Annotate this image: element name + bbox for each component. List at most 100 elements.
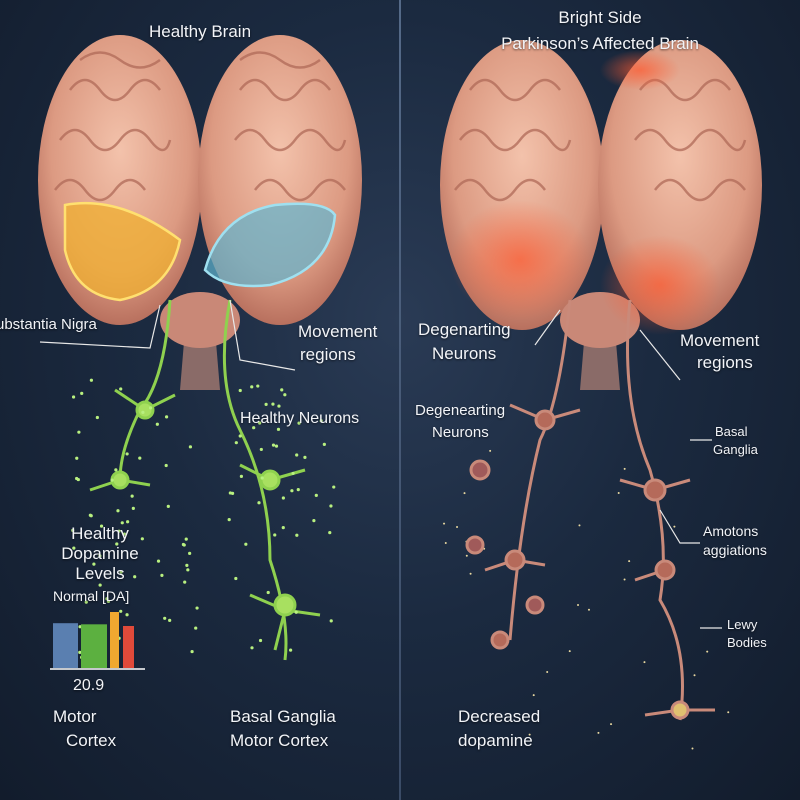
dopamine-dot: [99, 524, 104, 528]
dopamine-dot: [623, 467, 626, 470]
dopamine-dot: [643, 661, 646, 664]
dopamine-dot: [577, 603, 580, 606]
dopamine-dot: [92, 562, 96, 566]
dopamine-dot: [89, 378, 93, 382]
dopamine-dot: [133, 575, 137, 579]
dopamine-dot: [119, 570, 123, 574]
dopamine-dot: [120, 521, 124, 525]
dopamine-dot: [465, 554, 468, 557]
label-basal-right: Basal: [715, 424, 748, 439]
dopamine-bar: [110, 612, 119, 668]
dopamine-dot: [168, 618, 172, 622]
label-regions: regions: [300, 345, 356, 364]
dopamine-dot: [456, 526, 459, 529]
dopamine-dot: [568, 650, 571, 653]
dopamine-dot: [281, 496, 285, 500]
dopamine-dot: [75, 476, 79, 481]
label-dopamine: dopamine: [458, 731, 533, 750]
dopamine-dot: [297, 421, 301, 425]
label-lewy: Lewy: [727, 617, 758, 632]
right-title-1: Bright Side: [558, 8, 642, 27]
label-regions-right: regions: [697, 353, 753, 372]
dopamine-dot: [329, 504, 333, 508]
dopamine-bar: [123, 626, 134, 668]
dopamine-dot: [628, 560, 631, 563]
dopamine-dot: [329, 619, 333, 623]
dopamine-dot: [77, 430, 81, 434]
dopamine-dot: [106, 599, 111, 603]
label-cortex: Cortex: [66, 731, 117, 750]
dopamine-dot: [185, 563, 189, 567]
dopamine-dot: [164, 415, 169, 419]
dopamine-dot: [277, 404, 281, 408]
dopamine-dot: [95, 415, 99, 420]
label-agg-1: Amotons: [703, 523, 759, 539]
degenerating-neurons: [465, 299, 715, 721]
label-degen-1b: Neurons: [432, 344, 497, 363]
dopamine-dot: [125, 452, 129, 456]
dopamine-dot: [252, 426, 256, 430]
dopamine-dot: [119, 609, 123, 613]
dopamine-dot: [250, 646, 254, 650]
dopamine-dot: [116, 509, 120, 513]
dopamine-dot: [71, 395, 76, 399]
dopamine-dot: [444, 541, 447, 544]
dopamine-dot: [673, 525, 676, 528]
dopamine-dot: [239, 474, 244, 478]
dopamine-dot: [332, 485, 336, 489]
dopamine-dot: [110, 478, 114, 482]
dopamine-dot: [117, 529, 121, 533]
dopamine-dot: [238, 434, 242, 438]
dopamine-dot: [271, 402, 275, 406]
dopamine-dot: [122, 532, 127, 536]
label-degen-1a: Degenarting: [418, 320, 511, 339]
label-movement: Movement: [298, 322, 378, 341]
dopamine-dot: [489, 449, 492, 452]
leader-lines: [39, 299, 722, 629]
dopamine-line-3: Levels: [75, 564, 125, 583]
dopamine-dot: [98, 583, 102, 587]
dopamine-dot: [227, 517, 231, 522]
dopamine-dot: [119, 387, 123, 391]
dopamine-dot: [78, 625, 82, 629]
label-degen-2b: Neurons: [432, 424, 489, 441]
dopamine-bar-chart: [53, 612, 134, 668]
dopamine-dot: [258, 421, 262, 425]
label-motor: Motor: [53, 707, 97, 726]
dopamine-dot: [283, 393, 287, 397]
healthy-neurons: [89, 299, 321, 661]
dopamine-value: 20.9: [73, 677, 105, 694]
dopamine-dot: [131, 506, 135, 510]
dopamine-line-2: Dopamine: [61, 544, 139, 563]
dopamine-dot: [294, 610, 298, 614]
dopamine-dot: [578, 524, 581, 527]
dopamine-dot: [244, 542, 248, 546]
dopamine-dot: [88, 513, 92, 517]
dopamine-dot: [264, 402, 268, 406]
dopamine-bar: [53, 623, 78, 668]
dopamine-dot: [230, 491, 235, 495]
dopamine-dot: [238, 388, 242, 393]
label-normal-da: Normal [DA]: [53, 588, 130, 604]
dopamine-bar: [81, 624, 107, 668]
dopamine-dot: [186, 568, 190, 572]
healthy-brain: [38, 35, 362, 390]
dopamine-dot: [322, 442, 326, 446]
dopamine-dot: [166, 504, 170, 508]
label-agg-2: aggiations: [703, 542, 767, 558]
dopamine-dot: [257, 501, 261, 505]
dopamine-dot: [706, 650, 709, 653]
dopamine-dot: [72, 546, 76, 550]
dopamine-dot: [281, 526, 285, 530]
dopamine-dot: [727, 711, 730, 714]
dopamine-dot: [276, 427, 281, 431]
dopamine-dot: [312, 519, 316, 523]
dopamine-dot: [303, 455, 307, 459]
dopamine-dots: [71, 378, 730, 750]
label-bodies: Bodies: [727, 635, 767, 650]
dopamine-dot: [194, 626, 198, 630]
dopamine-dot: [75, 456, 79, 460]
label-ganglia-right: Ganglia: [713, 442, 758, 457]
label-decreased: Decreased: [458, 707, 541, 726]
dopamine-dot: [469, 572, 472, 575]
